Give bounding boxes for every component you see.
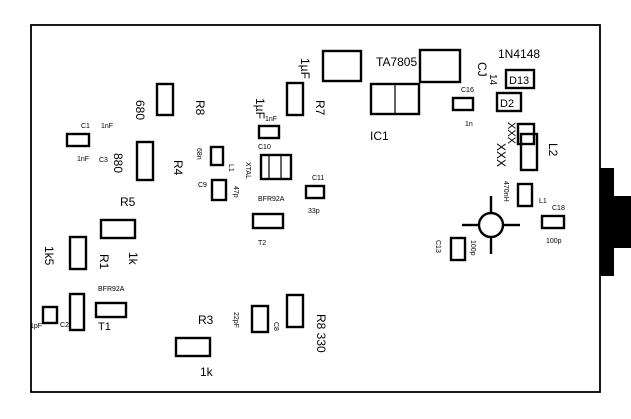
- c1-capacitor: [65, 132, 91, 148]
- r8-value: 680: [133, 100, 147, 120]
- c8-capacitor: [250, 304, 270, 334]
- c2-value: 1pF: [30, 323, 42, 330]
- c13-label: C13: [434, 240, 441, 253]
- c11-capacitor: [304, 184, 326, 200]
- c11-label: C11: [312, 175, 324, 182]
- r4-value: 880: [111, 153, 125, 173]
- c1-value: 1nF: [101, 123, 113, 130]
- r1-value: 1k: [126, 252, 140, 266]
- edge-connector: [600, 168, 614, 276]
- c8-label: C8: [272, 322, 279, 331]
- c2-label: C2: [60, 322, 69, 329]
- l1-b-label: L1: [539, 198, 547, 205]
- diode-type: 1N4148: [498, 47, 540, 61]
- r2-resistor: [285, 81, 305, 117]
- r-1k5-value: 1k5: [42, 246, 56, 266]
- cj-label: CJ: [475, 62, 489, 77]
- d2-diode: [495, 91, 523, 113]
- d13-label: D13: [509, 75, 529, 87]
- t2-label: T2: [258, 240, 266, 247]
- l1-inductor: [209, 145, 225, 167]
- r2-label: 1µF: [253, 98, 267, 119]
- r7-label: R7: [313, 100, 327, 116]
- ic1-label: IC1: [370, 129, 389, 143]
- r5-label: R5: [120, 195, 136, 209]
- l1-value: 68n: [195, 148, 202, 160]
- t1-label: T1: [98, 321, 111, 333]
- r4-resistor: [135, 140, 155, 182]
- r1-label: R1: [97, 254, 111, 270]
- xtal-crystal: [259, 153, 293, 181]
- l2-label: L2: [546, 143, 560, 157]
- c16-label: C16: [461, 87, 474, 94]
- l1-470nh: [516, 182, 534, 208]
- c9-label: C9: [198, 182, 207, 189]
- r5-resistor: [99, 218, 137, 240]
- c3-value: 1nF: [77, 156, 89, 163]
- r8-330-resistor: [285, 293, 305, 329]
- c18-value: 100p: [546, 238, 562, 245]
- r3-resistor: [174, 336, 212, 358]
- r8-resistor: [155, 82, 175, 117]
- c9-capacitor: [210, 178, 228, 202]
- c10-label: C10: [258, 144, 271, 151]
- l1-470nh-value: 470nH: [502, 181, 509, 202]
- c9-value: 47p: [232, 186, 239, 198]
- c1-label: C1: [81, 123, 90, 130]
- c18-capacitor: [540, 214, 566, 230]
- r-1k5-resistor: [68, 235, 88, 271]
- r3-label: R3: [198, 313, 214, 327]
- bfr92a-lower-label: BFR92A: [98, 286, 125, 293]
- r8-label: R8: [193, 100, 207, 116]
- d13-diode: [504, 68, 536, 90]
- c-1uf-top-label: 1µF: [298, 58, 312, 79]
- d2-label: D2: [500, 98, 514, 110]
- l2-inductor: [519, 132, 539, 172]
- antenna-pad: [477, 211, 505, 239]
- cap-1nf-mid-value: 1nF: [265, 116, 277, 123]
- c13-value: 100p: [469, 240, 476, 256]
- bfr92a-mid-label: BFR92A: [258, 196, 285, 203]
- c2-capacitor: [41, 305, 59, 325]
- c16-capacitor: [451, 96, 475, 112]
- r3-value: 1k: [200, 365, 214, 379]
- c-1uf-top: [321, 49, 363, 83]
- xxx-label-top: XXX: [505, 122, 517, 145]
- c-1uf-top-2: [418, 48, 462, 84]
- cap-1nf-mid: [257, 124, 281, 140]
- c3-label: C3: [99, 157, 108, 164]
- t2-transistor: [251, 212, 285, 230]
- c18-label: C18: [552, 205, 565, 212]
- edge-connector-tab: [614, 196, 631, 248]
- l1-label: L1: [227, 164, 234, 172]
- c11-value: 33p: [308, 208, 320, 215]
- ic1-type: TA7805: [376, 55, 417, 69]
- r4-label: R4: [171, 160, 185, 176]
- c13-capacitor: [449, 236, 467, 262]
- r8-330-label: R8 330: [314, 314, 328, 353]
- xxx-label: XXX: [494, 143, 508, 167]
- xtal-label: XTAL: [244, 162, 251, 179]
- cj-value: 14: [487, 74, 498, 86]
- c8-value: 22pF: [232, 312, 239, 328]
- t1-transistor: [94, 301, 128, 319]
- c16-value: 1n: [465, 121, 473, 128]
- jp-resistor: [68, 292, 86, 332]
